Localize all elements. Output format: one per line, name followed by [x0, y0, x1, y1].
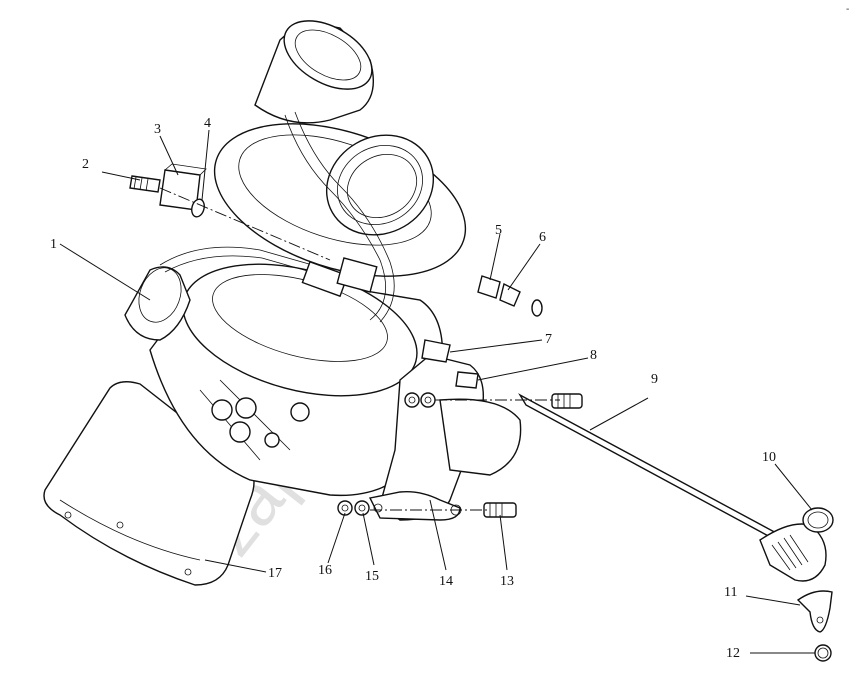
callout-5: 5: [495, 223, 502, 238]
callout-4: 4: [204, 116, 211, 131]
washer-4: [191, 198, 205, 218]
stud-9a: [551, 393, 583, 409]
nut-16: [337, 500, 353, 516]
stud-13: [483, 502, 517, 518]
callout-17: 17: [268, 566, 282, 581]
turbine-housing: [149, 263, 444, 497]
fitting-5-6: [477, 275, 543, 317]
elbow-10: [802, 507, 834, 533]
drain-tube: [518, 393, 827, 582]
axis-line-2: [159, 187, 331, 261]
callout-labels: 1 2 3 4 5 6 7 8 9 10 11 12 13 14 15 16 1…: [50, 116, 776, 661]
callout-13: 13: [500, 574, 514, 589]
nuts-upper: [404, 392, 436, 408]
callout-16: 16: [318, 563, 332, 578]
leader-lines: [59, 129, 815, 654]
bolt-12: [814, 644, 832, 662]
callout-1: 1: [50, 237, 57, 252]
callout-3: 3: [154, 122, 161, 137]
callout-12: 12: [726, 646, 740, 661]
callout-7: 7: [545, 332, 552, 347]
callout-15: 15: [365, 569, 379, 584]
corner-mark: -: [846, 4, 849, 15]
fitting-7-8: [421, 339, 479, 389]
callout-8: 8: [590, 348, 597, 363]
callout-14: 14: [439, 574, 453, 589]
callout-10: 10: [762, 450, 776, 465]
clip-11: [796, 590, 833, 633]
callout-9: 9: [651, 372, 658, 387]
outlet-adapter: [124, 266, 191, 341]
callout-6: 6: [539, 230, 546, 245]
compressor-inlet-elbow: [254, 20, 374, 124]
callout-11: 11: [724, 585, 737, 600]
washer-15: [354, 500, 370, 516]
tube-lines: [159, 111, 395, 323]
callout-2: 2: [82, 157, 89, 172]
